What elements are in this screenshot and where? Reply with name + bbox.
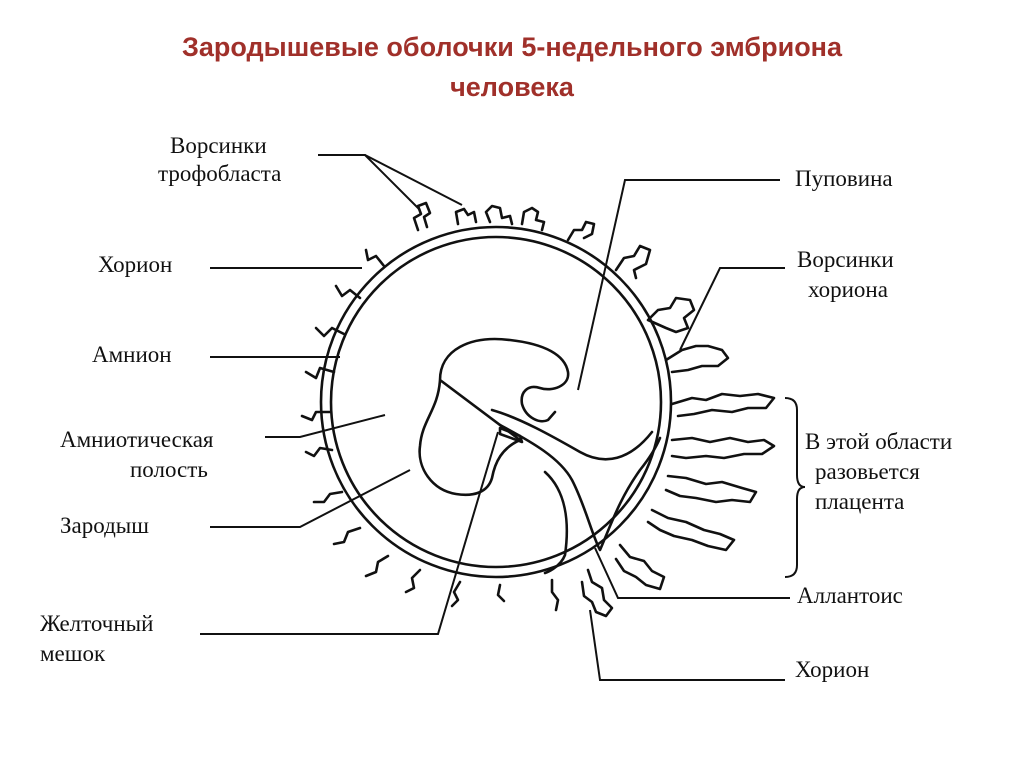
label-yolk-sac-1: Желточный: [40, 612, 153, 636]
label-amnion: Амнион: [92, 343, 172, 367]
leader-umbilical-cord: [578, 180, 780, 390]
amnion-circle: [331, 237, 661, 567]
label-placenta-3: плацента: [815, 490, 904, 514]
label-chorion-villi-2: хориона: [808, 278, 888, 302]
label-villi-trophoblast-2: трофобласта: [158, 162, 281, 186]
chorion-villi-group: [302, 203, 774, 616]
leader-villi-trophoblast: [318, 155, 420, 210]
leader-allantois: [595, 548, 790, 598]
leader-villi-trophoblast-2: [365, 155, 462, 205]
label-chorion-villi-1: Ворсинки: [797, 248, 894, 272]
label-placenta-1: В этой области: [805, 430, 952, 454]
label-embryo: Зародыш: [60, 514, 149, 538]
label-chorion-left: Хорион: [98, 253, 172, 277]
label-villi-trophoblast-1: Ворсинки: [170, 134, 267, 158]
leader-chorion-right: [590, 610, 785, 680]
label-chorion-right: Хорион: [795, 658, 869, 682]
chorion-circle: [321, 227, 671, 577]
label-yolk-sac-2: мешок: [40, 642, 105, 666]
label-allantois: Аллантоис: [797, 584, 903, 608]
label-amniotic-cavity-2: полость: [130, 458, 208, 482]
label-placenta-2: разовьется: [815, 460, 920, 484]
label-umbilical-cord: Пуповина: [795, 167, 893, 191]
label-amniotic-cavity-1: Амниотическая: [60, 428, 214, 452]
placenta-bracket: [785, 398, 805, 577]
leader-chorion-villi: [680, 268, 785, 350]
